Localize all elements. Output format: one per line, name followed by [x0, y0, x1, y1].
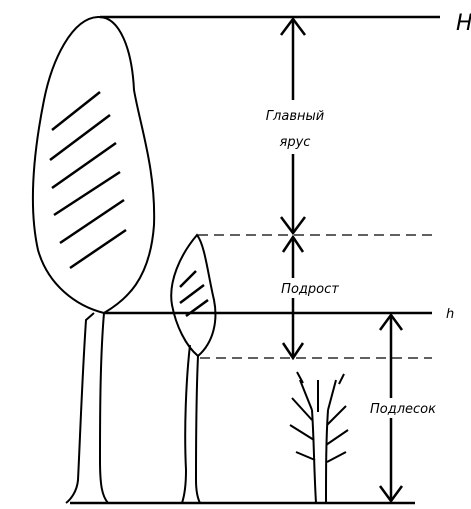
label-main-tier-line1: Главный — [266, 109, 324, 124]
shrub-stem-left — [312, 410, 316, 503]
shrub — [290, 372, 348, 503]
label-H: H — [456, 11, 471, 36]
tall-tree-hatching — [50, 92, 126, 268]
label-regrowth: Подрост — [281, 282, 339, 297]
label-undergrowth: Подлесок — [370, 402, 436, 417]
tall-tree-canopy — [33, 17, 154, 313]
young-tree-hatching — [180, 271, 208, 316]
tall-tree — [33, 17, 154, 503]
young-tree-trunk — [182, 345, 190, 503]
young-tree-trunk-right — [196, 356, 200, 503]
shrub-branches — [290, 372, 348, 462]
tall-tree-trunk-right — [100, 313, 108, 503]
young-tree-canopy — [171, 235, 215, 356]
tall-tree-trunk — [66, 313, 94, 503]
young-tree — [171, 235, 215, 503]
label-h: h — [446, 307, 454, 322]
label-main-tier-line2: ярус — [280, 135, 311, 150]
